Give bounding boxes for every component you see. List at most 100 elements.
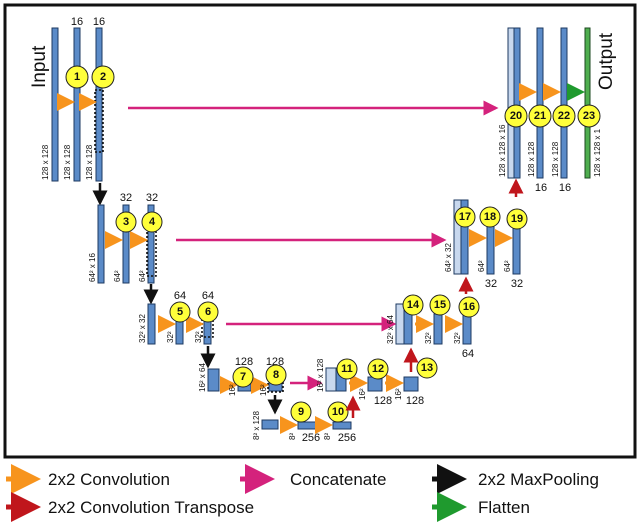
block-dec1-concat bbox=[513, 27, 521, 179]
block-dec4-b bbox=[403, 376, 419, 392]
dim-label: 128 x 128 bbox=[41, 144, 50, 180]
block-bottleneck-b bbox=[332, 421, 352, 430]
node-23-label: 23 bbox=[583, 110, 595, 122]
node-5-label: 5 bbox=[177, 306, 183, 318]
dim-label: 16² x 128 bbox=[316, 358, 325, 392]
channels-256-b: 256 bbox=[338, 432, 356, 444]
node-5 bbox=[169, 301, 191, 323]
dim-label: 64² bbox=[138, 270, 147, 282]
channels-128-b: 128 bbox=[266, 356, 284, 368]
dim-label: 128 x 128 bbox=[527, 141, 536, 177]
block-input bbox=[51, 27, 59, 182]
node-20 bbox=[504, 104, 528, 128]
block-enc4-in bbox=[207, 368, 220, 392]
diagram-frame bbox=[3, 3, 637, 459]
node-12-label: 12 bbox=[372, 363, 384, 375]
block-dec3-concat-light bbox=[395, 303, 405, 345]
dim-label: 32² bbox=[194, 331, 203, 343]
node-6 bbox=[197, 301, 219, 323]
node-20-label: 20 bbox=[510, 110, 522, 122]
node-22 bbox=[552, 104, 576, 128]
node-9 bbox=[290, 401, 312, 423]
dim-label: 64² x 16 bbox=[88, 253, 97, 282]
block-dec4-concat-light bbox=[325, 367, 337, 392]
node-2-label: 2 bbox=[100, 71, 106, 83]
input-label: Input bbox=[29, 45, 50, 88]
block-dec3-a bbox=[433, 313, 443, 345]
channels-16-c: 16 bbox=[535, 182, 547, 194]
channels-128-c: 128 bbox=[374, 395, 392, 407]
dim-label: 16² bbox=[394, 388, 403, 400]
dim-label: 128 x 128 bbox=[551, 141, 560, 177]
legend-transpose-label: 2x2 Convolution Transpose bbox=[48, 498, 254, 517]
node-8-label: 8 bbox=[273, 369, 279, 381]
block-bottleneck-a bbox=[297, 421, 317, 430]
dim-label: 64² bbox=[503, 260, 512, 272]
dim-label: 8² bbox=[323, 433, 332, 440]
dim-label: 16² x 64 bbox=[198, 363, 207, 392]
dim-label: 32² bbox=[453, 332, 462, 344]
dim-label: 8² x 128 bbox=[252, 411, 261, 440]
legend-convolution-label: 2x2 Convolution bbox=[48, 470, 170, 489]
node-15-label: 15 bbox=[434, 299, 446, 311]
node-10-label: 10 bbox=[332, 406, 344, 418]
node-16-label: 16 bbox=[463, 301, 475, 313]
block-enc2-a bbox=[122, 204, 130, 284]
node-15 bbox=[429, 294, 451, 316]
dim-label: 32² bbox=[424, 332, 433, 344]
node-10 bbox=[327, 401, 349, 423]
node-4-label: 4 bbox=[149, 216, 156, 228]
channels-64-a: 64 bbox=[174, 290, 186, 302]
node-13-label: 13 bbox=[421, 362, 433, 374]
block-dec1-concat-light bbox=[507, 27, 515, 179]
node-14-label: 14 bbox=[407, 299, 420, 311]
node-1-label: 1 bbox=[74, 71, 80, 83]
dim-label: 32² bbox=[166, 331, 175, 343]
block-output bbox=[584, 27, 591, 179]
dim-label: 64² bbox=[113, 270, 122, 282]
node-3 bbox=[115, 211, 137, 233]
block-enc1-a bbox=[73, 27, 81, 182]
block-enc2-b bbox=[147, 204, 155, 284]
node-7-label: 7 bbox=[240, 371, 246, 383]
block-dec2-b bbox=[512, 221, 521, 275]
node-18-label: 18 bbox=[484, 211, 496, 223]
block-dec1-b bbox=[560, 27, 568, 179]
channels-32-b: 32 bbox=[146, 192, 158, 204]
block-dec2-a bbox=[486, 221, 495, 275]
dim-label: 128 x 128 bbox=[63, 144, 72, 180]
channels-64-c: 64 bbox=[462, 348, 474, 360]
node-9-label: 9 bbox=[298, 406, 304, 418]
node-11-label: 11 bbox=[341, 363, 353, 375]
dim-label: 32² x 32 bbox=[138, 314, 147, 343]
block-dec2-concat bbox=[460, 199, 469, 275]
dim-label: 32² x 64 bbox=[386, 315, 395, 344]
node-17-label: 17 bbox=[459, 211, 471, 223]
dim-label: 16² bbox=[358, 388, 367, 400]
dim-label: 128 x 128 bbox=[85, 144, 94, 180]
legend-concatenate-label: Concatenate bbox=[290, 470, 386, 489]
channels-256-a: 256 bbox=[302, 432, 320, 444]
pool-region-1 bbox=[94, 89, 104, 153]
dim-label: 64² x 32 bbox=[444, 243, 453, 272]
dim-label: 16² bbox=[259, 384, 268, 396]
block-dec3-b bbox=[462, 313, 472, 345]
block-enc1-b bbox=[95, 27, 103, 182]
node-4 bbox=[141, 211, 163, 233]
node-2 bbox=[91, 65, 115, 89]
node-18 bbox=[479, 206, 501, 228]
node-19-label: 19 bbox=[511, 213, 523, 225]
dim-label: 64² bbox=[477, 260, 486, 272]
node-16 bbox=[458, 296, 480, 318]
node-3-label: 3 bbox=[123, 216, 129, 228]
channels-32-d: 32 bbox=[511, 278, 523, 290]
channels-128-a: 128 bbox=[235, 356, 253, 368]
dim-label: 128 x 128 x 1 bbox=[593, 128, 602, 177]
output-label: Output bbox=[596, 32, 617, 90]
legend-flatten-label: Flatten bbox=[478, 498, 530, 517]
dim-label: 8² bbox=[288, 433, 297, 440]
node-7 bbox=[232, 366, 254, 388]
node-1 bbox=[65, 65, 89, 89]
node-21 bbox=[528, 104, 552, 128]
